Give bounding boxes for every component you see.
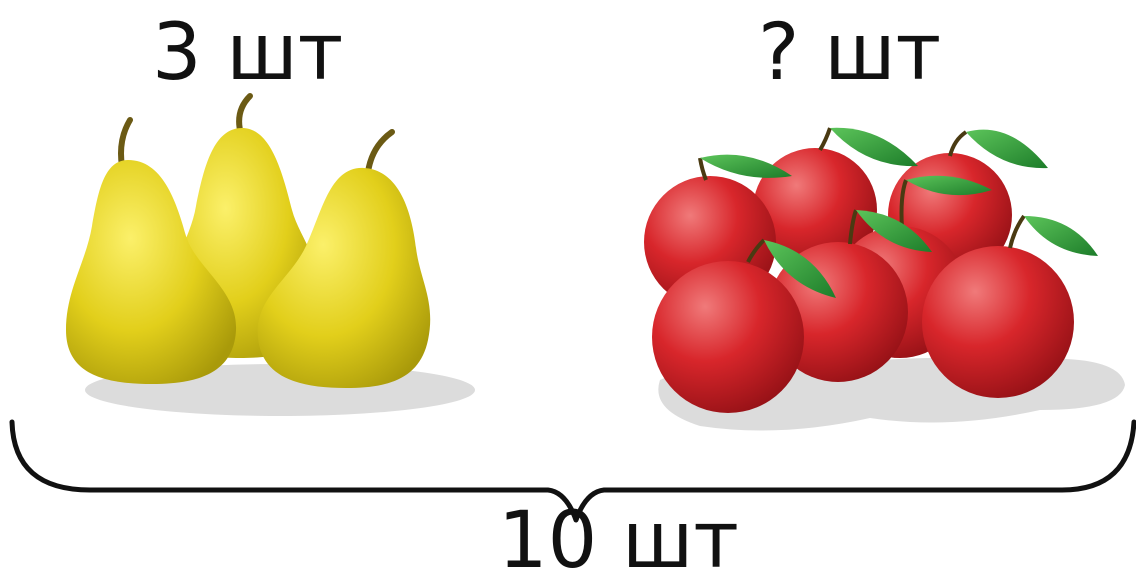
apple <box>753 127 918 272</box>
apple <box>922 214 1098 398</box>
pears-group <box>66 93 431 388</box>
brace <box>9 419 1136 523</box>
pear <box>66 117 237 384</box>
pears-count-label: 3 шт <box>152 8 344 98</box>
apples-count-label: ? шт <box>758 8 942 98</box>
apple <box>652 238 836 413</box>
pear <box>257 129 431 388</box>
apples-group <box>644 127 1098 413</box>
total-count-label: 10 шт <box>498 496 739 586</box>
